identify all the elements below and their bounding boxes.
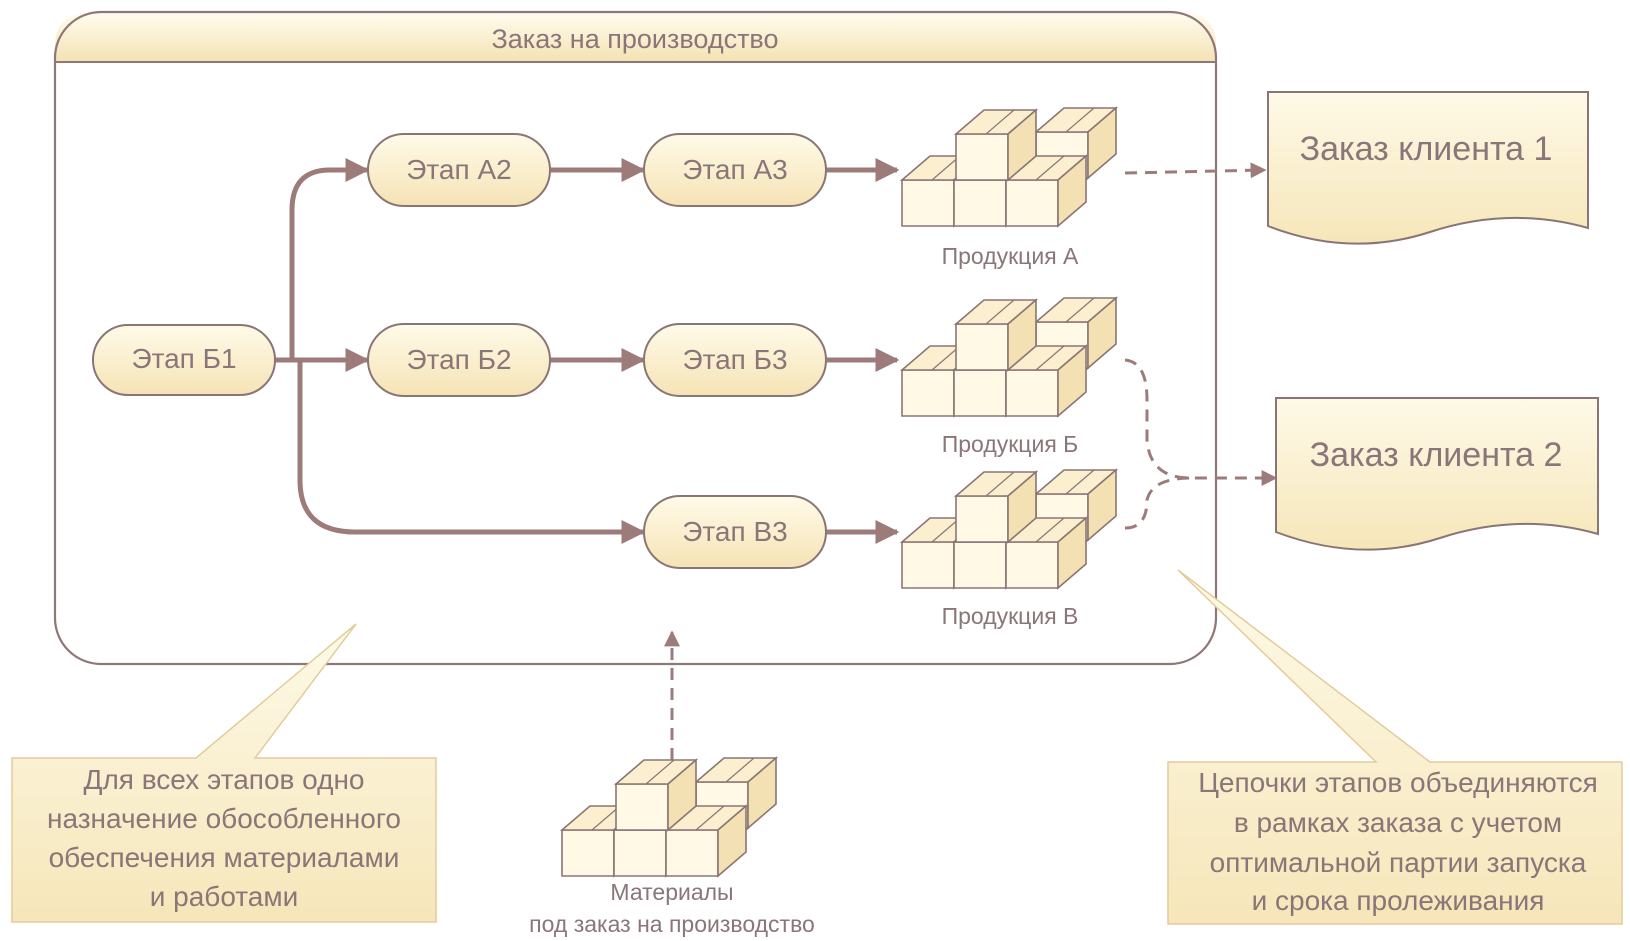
connector-b1-v3 <box>297 360 646 544</box>
product-a-label: Продукция А <box>942 243 1079 269</box>
flow-connectors <box>275 158 900 544</box>
dashed-connectors <box>664 162 1278 780</box>
product-v-boxes-icon <box>899 468 1119 590</box>
stage-b2: Этап Б2 <box>367 323 551 397</box>
right-note-line-1: Цепочки этапов объединяются <box>1198 767 1598 798</box>
stage-a2-label: Этап А2 <box>406 154 511 185</box>
left-note-line-2: назначение обособленного <box>47 803 401 834</box>
right-note-line-3: оптимальной партии запуска <box>1210 847 1587 878</box>
stage-b1: Этап Б1 <box>92 324 276 396</box>
stage-b3-label: Этап Б3 <box>682 344 787 375</box>
client-order-1-label: Заказ клиента 1 <box>1300 130 1553 168</box>
stage-b1-label: Этап Б1 <box>131 343 236 374</box>
stage-v3-label: Этап В3 <box>682 516 787 547</box>
materials-boxes-icon <box>559 756 779 878</box>
stage-a3: Этап А3 <box>643 133 827 207</box>
dashed-product-b-order2 <box>1124 358 1278 486</box>
production-order-frame: Заказ на производство <box>53 10 1218 666</box>
stage-a3-label: Этап А3 <box>682 154 787 185</box>
right-note-callout: Цепочки этапов объединяются в рамках зак… <box>1167 569 1623 925</box>
left-note-line-4: и работами <box>150 881 299 912</box>
stage-b2-label: Этап Б2 <box>406 344 511 375</box>
client-order-1: Заказ клиента 1 <box>1267 91 1589 245</box>
frame-title: Заказ на производство <box>491 24 778 54</box>
stage-v3: Этап В3 <box>643 495 827 569</box>
stage-b3: Этап Б3 <box>643 323 827 397</box>
dashed-product-v-order2 <box>1124 476 1193 530</box>
right-note-line-2: в рамках заказа с учетом <box>1234 807 1562 838</box>
materials-label-line-1: Материалы <box>610 879 733 905</box>
connector-b1-a2 <box>289 158 370 360</box>
stage-a2: Этап А2 <box>367 133 551 207</box>
product-b-boxes-icon <box>899 296 1119 418</box>
left-note-line-1: Для всех этапов одно <box>83 764 364 795</box>
product-v-label: Продукция В <box>942 603 1079 629</box>
left-note-line-3: обеспечения материалами <box>49 842 400 873</box>
product-a-boxes-icon <box>899 106 1119 228</box>
right-note-line-4: и срока пролеживания <box>1252 885 1545 916</box>
client-order-2: Заказ клиента 2 <box>1275 397 1599 551</box>
client-order-2-label: Заказ клиента 2 <box>1310 436 1563 474</box>
left-note-callout: Для всех этапов одно назначение обособле… <box>11 623 437 923</box>
materials-label-line-2: под заказ на производство <box>529 911 815 937</box>
dashed-product-a-order1 <box>1124 162 1267 179</box>
product-b-label: Продукция Б <box>942 431 1079 457</box>
